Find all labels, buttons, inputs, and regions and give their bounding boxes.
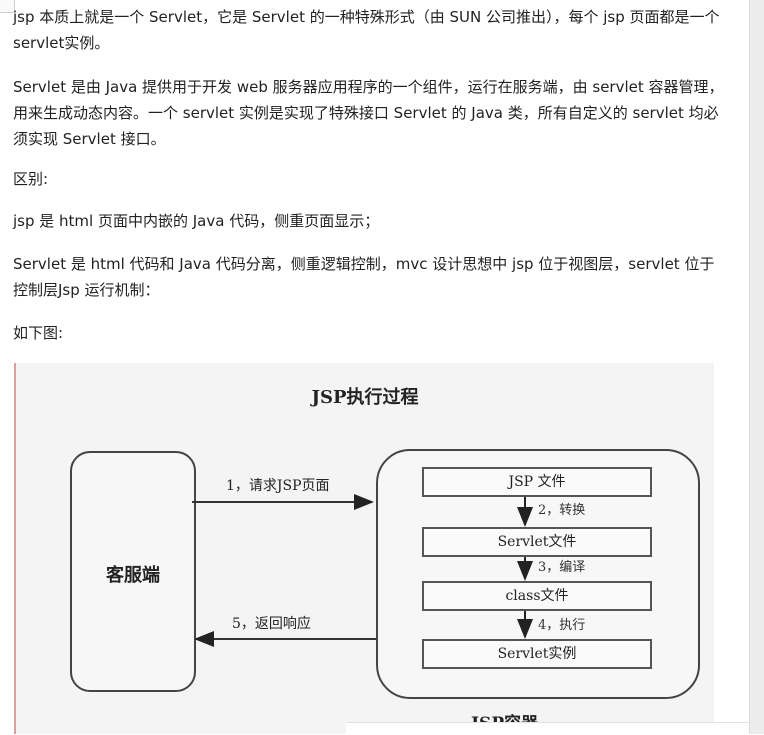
paragraph-jsp-nature: jsp 本质上就是一个 Servlet，它是 Servlet 的一种特殊形式（由… xyxy=(13,8,720,52)
response-label: 5，返回响应 xyxy=(232,616,311,632)
step-servlet-file: Servlet文件 xyxy=(422,527,652,557)
step-class-file: class文件 xyxy=(422,581,652,611)
vertical-scrollbar[interactable] xyxy=(749,0,764,734)
diagram-connectors xyxy=(192,494,533,647)
step-jsp-file: JSP 文件 xyxy=(422,467,652,497)
paragraph-servlet-definition: Servlet 是由 Java 提供用于开发 web 服务器应用程序的一个组件，… xyxy=(13,78,724,148)
paragraph-difference-heading: 区别: xyxy=(13,170,49,188)
transition-convert: 2，转换 xyxy=(538,503,586,518)
step-servlet-instance: Servlet实例 xyxy=(422,639,652,669)
diagram-title: JSP执行过程 xyxy=(311,387,419,408)
request-label: 1，请求JSP页面 xyxy=(226,478,330,494)
corner-marker xyxy=(0,0,15,13)
transition-execute: 4，执行 xyxy=(538,618,586,633)
client-label: 客服端 xyxy=(106,565,160,586)
transition-compile: 3，编译 xyxy=(538,560,586,575)
client-box: 客服端 xyxy=(70,451,196,692)
bottom-overlay xyxy=(346,722,764,735)
paragraph-figure-intro: 如下图: xyxy=(13,324,64,342)
paragraph-jsp-role: jsp 是 html 页面中内嵌的 Java 代码，侧重页面显示； xyxy=(13,212,380,230)
paragraph-servlet-role: Servlet 是 html 代码和 Java 代码分离，侧重逻辑控制，mvc … xyxy=(13,255,715,299)
jsp-execution-diagram: JSP执行过程 客服端 1，请求JSP页面 5，返回响应 JSP 文件 2，转换… xyxy=(14,363,714,734)
